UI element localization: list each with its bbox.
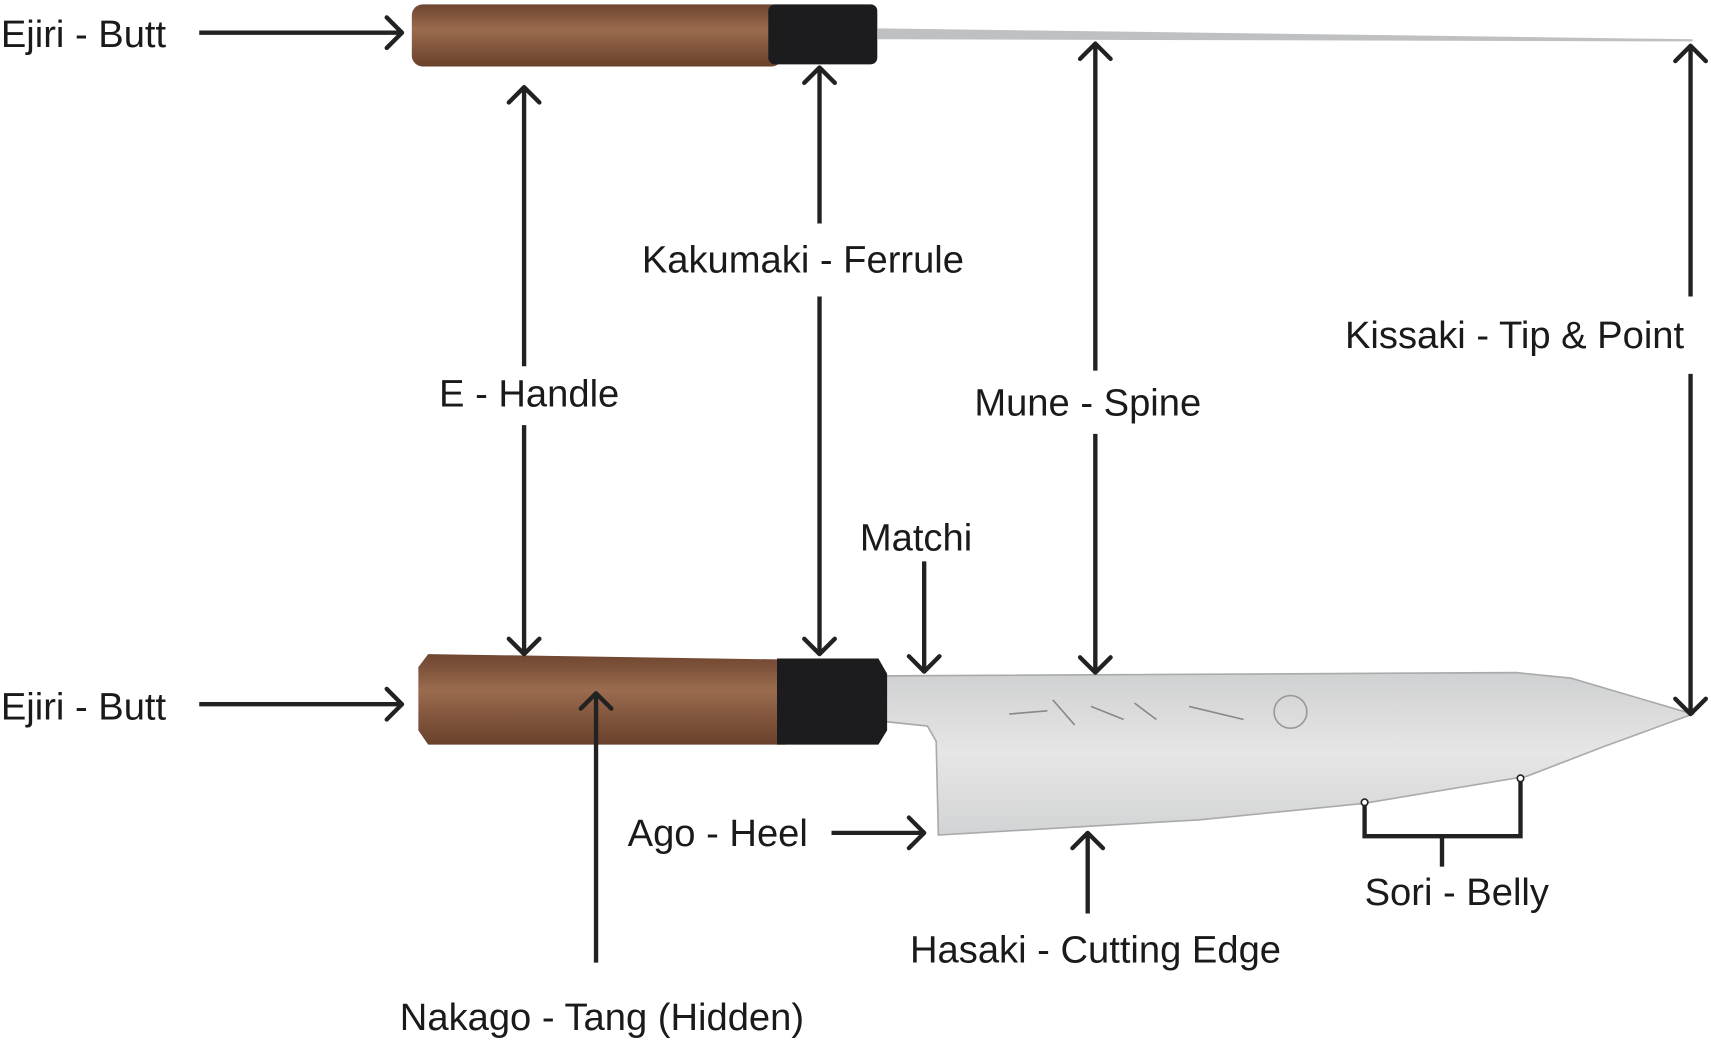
arrow-ejiri-bottom (199, 686, 405, 722)
knife-top-view (411, 4, 1693, 67)
label-sori: Sori - Belly (1365, 871, 1549, 914)
arrow-hasaki (1070, 830, 1106, 914)
arrow-matchi (906, 561, 942, 674)
label-ago: Ago - Heel (628, 812, 808, 855)
label-hasaki: Hasaki - Cutting Edge (910, 929, 1281, 972)
label-ejiri-bottom: Ejiri - Butt (1, 685, 167, 728)
label-nakago: Nakago - Tang (Hidden) (400, 996, 804, 1039)
arrow-kakumaki (802, 65, 837, 657)
label-mune: Mune - Spine (974, 381, 1201, 424)
arrow-kissaki (1673, 43, 1708, 717)
ferrule-top (768, 4, 878, 65)
handle-top (411, 4, 783, 67)
arrow-ejiri-top (199, 15, 405, 51)
label-matchi: Matchi (860, 517, 972, 560)
blade-engraving (1009, 699, 1244, 726)
maker-mark (1273, 694, 1308, 730)
arrow-ago (831, 815, 927, 851)
knife-side-view (418, 654, 1696, 836)
label-kissaki: Kissaki - Tip & Point (1345, 314, 1685, 357)
arrow-nakago (578, 691, 614, 963)
label-e-handle: E - Handle (439, 373, 619, 416)
bracket-sori (1360, 774, 1525, 867)
blade-spine-top (877, 28, 1693, 42)
label-ejiri-top: Ejiri - Butt (1, 13, 167, 56)
arrow-mune (1077, 41, 1113, 675)
blade-side (885, 671, 1696, 836)
ferrule-side (777, 658, 888, 745)
label-kakumaki: Kakumaki - Ferrule (642, 239, 964, 282)
arrow-e-handle (506, 85, 542, 657)
